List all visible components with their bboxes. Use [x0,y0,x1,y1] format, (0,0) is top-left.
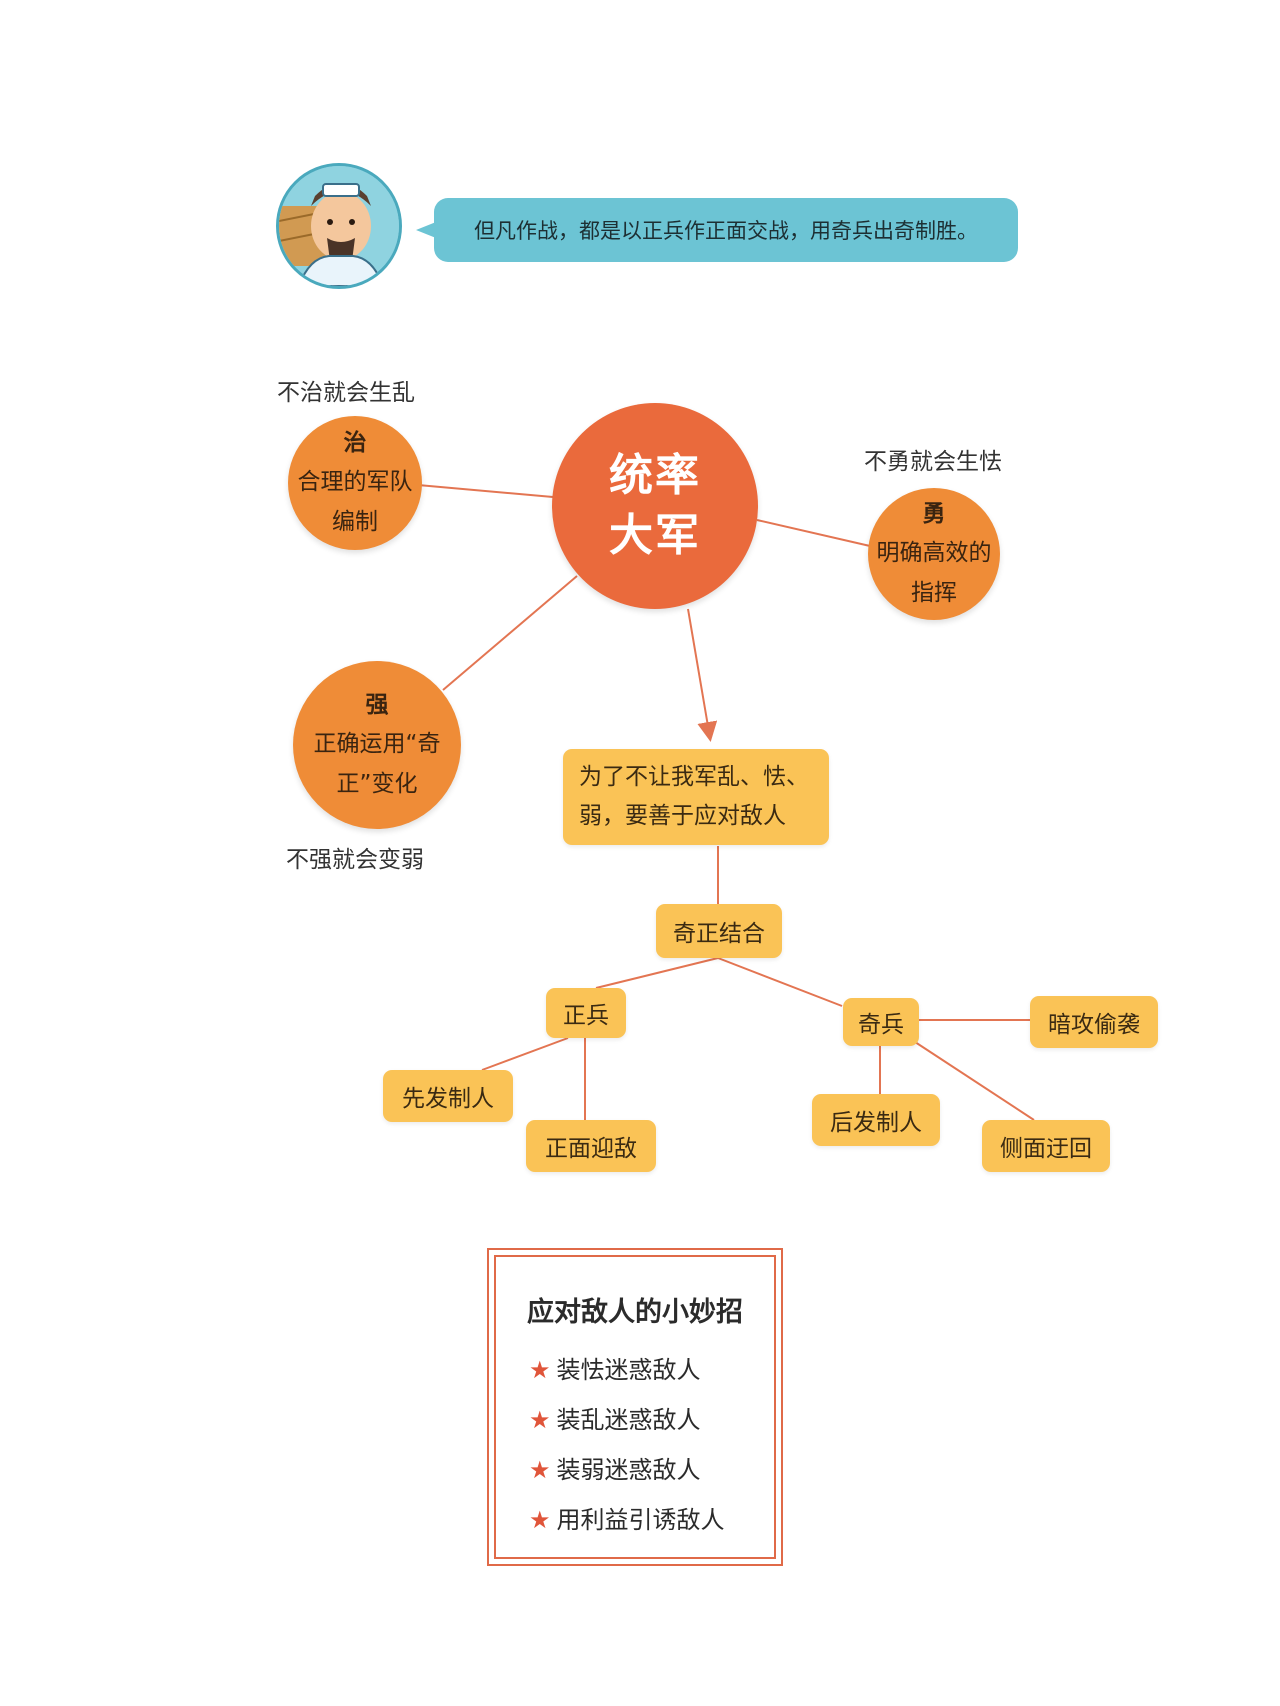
angong-box: 暗攻偷袭 [1030,996,1158,1048]
line-center-zhi [417,484,554,498]
tip-item: ★装弱迷惑敌人 [529,1450,701,1485]
arrow-center-goal [687,608,718,742]
qibing-box: 奇兵 [843,998,919,1046]
tips-panel-inner-border [494,1255,776,1559]
line-combine-zhengbing [595,957,719,989]
note-bottom-left: 不强就会变弱 [286,847,424,873]
circle-qiang-title: 强 [365,692,389,718]
goal-box: 为了不让我军乱、怯、弱，要善于应对敌人 [563,749,829,845]
speech-bubble-tail [416,222,436,238]
tip-text: 装弱迷惑敌人 [556,1456,701,1484]
tip-text: 装怯迷惑敌人 [556,1356,701,1384]
tips-title: 应对敌人的小妙招 [527,1297,743,1328]
center-title-line1: 统率 [609,450,701,501]
zhengbing-box: 正兵 [546,988,626,1038]
tip-item: ★装乱迷惑敌人 [529,1400,701,1435]
circle-yong-title: 勇 [922,501,946,527]
tip-item: ★用利益引诱敌人 [529,1500,725,1535]
avatar [276,163,402,289]
tip-text: 装乱迷惑敌人 [556,1406,701,1434]
houfa-box: 后发制人 [812,1094,940,1146]
line-center-qiang [442,575,578,691]
center-title-line2: 大军 [609,510,701,561]
circle-zhi-line2: 编制 [332,509,378,535]
circle-yong-line2: 指挥 [911,580,957,606]
star-icon: ★ [529,1506,551,1534]
circle-zhi-line1: 合理的军队 [297,469,413,495]
speech-text: 但凡作战，都是以正兵作正面交战，用奇兵出奇制胜。 [474,219,978,243]
star-icon: ★ [529,1406,551,1434]
circle-zhi-title: 治 [343,430,367,456]
speech-bubble: 但凡作战，都是以正兵作正面交战，用奇兵出奇制胜。 [434,198,1018,262]
tip-text: 用利益引诱敌人 [556,1506,725,1534]
xianfa-box: 先发制人 [383,1070,513,1122]
scholar-portrait-icon [279,166,399,286]
combine-box: 奇正结合 [656,904,782,958]
line-zhengbing-xianfa [481,1037,569,1071]
tip-item: ★装怯迷惑敌人 [529,1350,701,1385]
circle-qiang-line1: 正确运用“奇 [313,731,441,757]
circle-qiang-line2: 正”变化 [336,771,418,797]
note-top-left: 不治就会生乱 [277,380,415,406]
zhengmian-box: 正面迎敌 [526,1120,656,1172]
note-right: 不勇就会生怯 [864,449,1002,475]
cemian-box: 侧面迂回 [982,1120,1110,1172]
center-circle: 统率 大军 [552,403,758,609]
circle-yong-line1: 明确高效的 [876,540,992,566]
circle-yong: 勇 明确高效的 指挥 [868,488,1000,620]
star-icon: ★ [529,1356,551,1384]
tips-panel: 应对敌人的小妙招 ★装怯迷惑敌人 ★装乱迷惑敌人 ★装弱迷惑敌人 ★用利益引诱敌… [487,1248,783,1566]
circle-zhi: 治 合理的军队 编制 [288,416,422,550]
line-qibing-cemian [911,1039,1035,1121]
circle-qiang: 强 正确运用“奇 正”变化 [293,661,461,829]
line-combine-qibing [717,957,843,1007]
star-icon: ★ [529,1456,551,1484]
line-center-yong [756,519,871,547]
